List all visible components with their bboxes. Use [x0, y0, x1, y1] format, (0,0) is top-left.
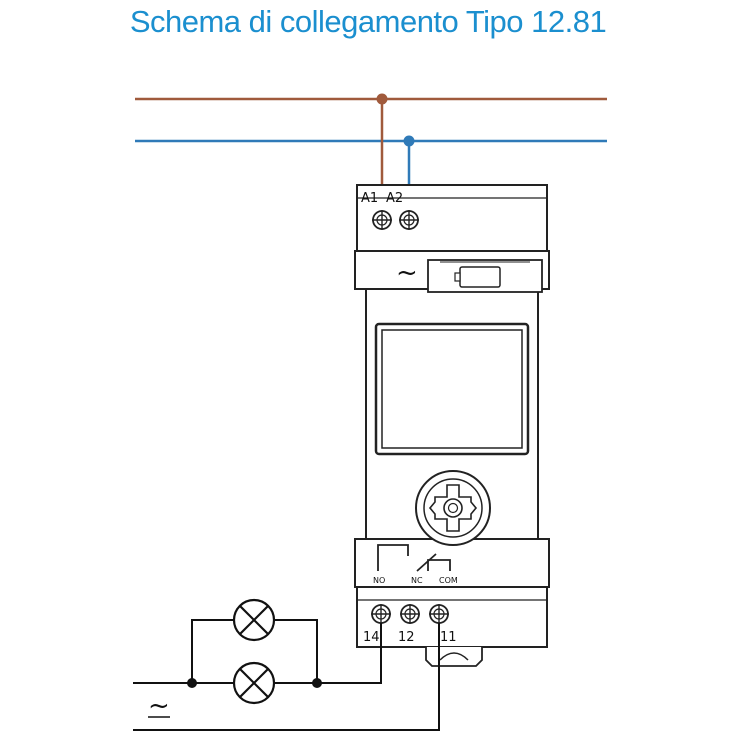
joystick-button[interactable]	[415, 470, 491, 546]
ac-symbol-device: ~	[396, 258, 418, 288]
terminal-screw-11	[429, 604, 449, 624]
lamp-upper	[232, 598, 276, 642]
terminal-screw-a2	[399, 210, 419, 230]
battery-icon	[459, 266, 501, 288]
terminal-label-a1: A1	[361, 191, 378, 206]
din-rail-clip-hook	[439, 652, 469, 661]
junction-brown	[376, 93, 388, 105]
relay-contact-symbol	[377, 544, 451, 572]
lamp-lower	[232, 661, 276, 705]
diagram-title: Schema di collegamento Tipo 12.81	[129, 4, 607, 39]
terminal-label-12: 12	[398, 630, 415, 645]
contact-label-nc: NC	[411, 576, 423, 585]
terminal-label-14: 14	[363, 630, 380, 645]
terminal-screw-a1	[372, 210, 392, 230]
terminal-screw-12	[400, 604, 420, 624]
terminal-label-11: 11	[440, 630, 457, 645]
junction-left	[187, 678, 197, 688]
junction-blue	[403, 135, 415, 147]
junction-right	[312, 678, 322, 688]
din-rail-clip	[425, 647, 483, 667]
lcd-display	[381, 329, 523, 449]
contact-label-no: NO	[373, 576, 385, 585]
terminal-label-a2: A2	[386, 191, 403, 206]
contact-label-com: COM	[439, 576, 458, 585]
terminal-screw-14	[371, 604, 391, 624]
battery-tip	[454, 272, 461, 282]
ac-source-symbol: ~	[148, 691, 170, 721]
